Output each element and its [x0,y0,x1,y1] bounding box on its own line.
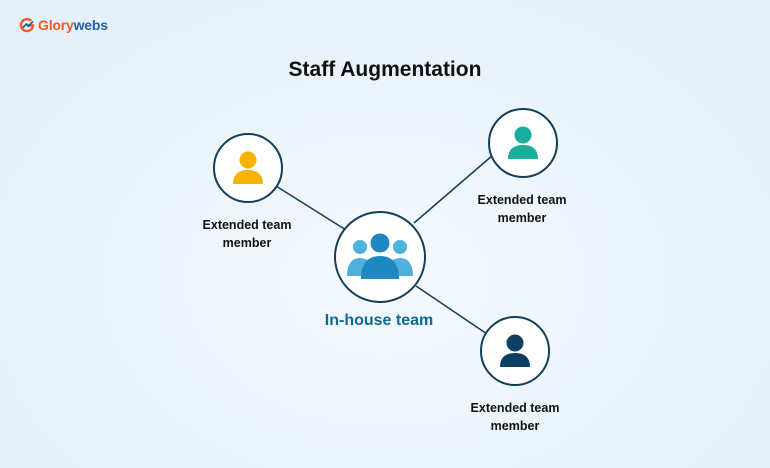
brand-logo: Glorywebs [19,17,108,33]
team-group-icon [347,233,413,279]
member-label-top-right-line1: Extended team [477,193,567,207]
logo-text-part2: webs [73,17,108,33]
person-icon [508,126,538,159]
member-label-left-line2: member [222,236,272,250]
connector-line-top-right [413,154,494,224]
member-label-left-line1: Extended team [202,218,292,232]
page-title: Staff Augmentation [288,58,482,81]
logo-text-part1: Glory [38,17,74,33]
member-label-left: Extended team member [177,216,317,252]
member-node-left [213,133,283,203]
logo-text: Glorywebs [38,17,108,33]
member-node-bottom-right [480,316,550,386]
member-label-bottom-right: Extended team member [445,399,585,435]
member-label-top-right: Extended team member [452,191,592,227]
connector-line-bottom-right [415,285,491,337]
member-label-bottom-right-line1: Extended team [470,401,560,415]
center-label: In-house team [324,312,434,329]
person-icon [500,334,530,367]
member-label-bottom-right-line2: member [490,419,540,433]
connector-line-left [275,185,347,231]
logo-mark-icon [19,17,35,33]
member-label-top-right-line2: member [497,211,547,225]
person-icon [233,151,263,184]
center-node-in-house-team [334,211,426,303]
member-node-top-right [488,108,558,178]
